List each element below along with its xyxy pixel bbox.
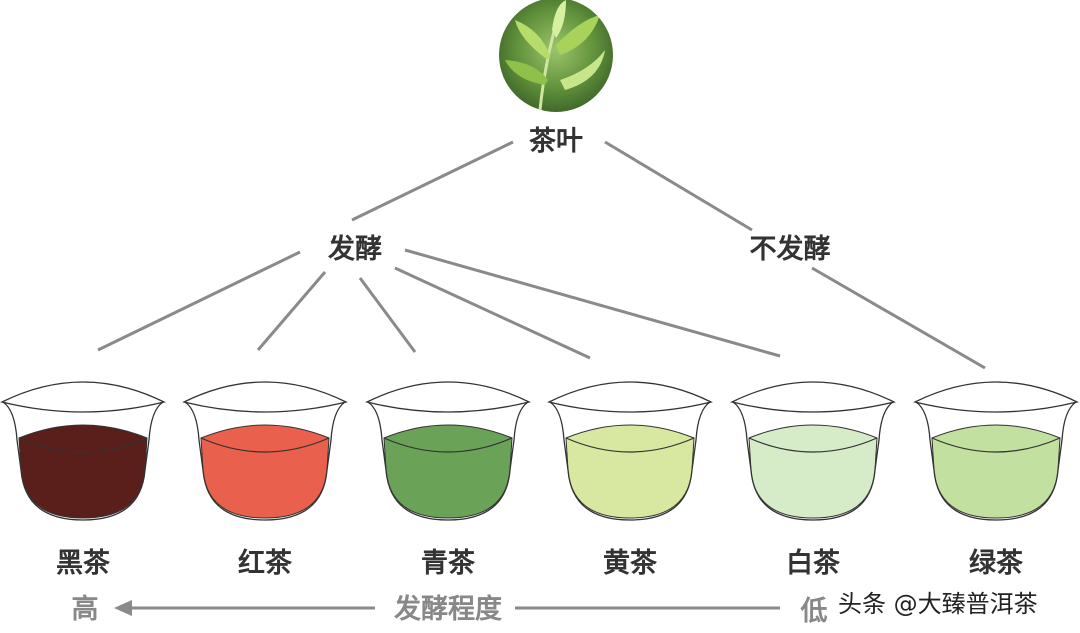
- scale-high-label: 高: [72, 593, 99, 625]
- tea-label: 黑茶: [56, 548, 111, 579]
- cup-rim: [913, 381, 1079, 413]
- tea-liquid: [200, 424, 330, 519]
- tea-cup: 青茶: [365, 381, 531, 579]
- cup-rim: [730, 381, 896, 413]
- tea-liquid: [565, 424, 695, 519]
- tea-cup: 黄茶: [547, 381, 713, 579]
- tea-cup: 黑茶: [0, 381, 166, 579]
- cup-rim: [547, 381, 713, 413]
- fermented-label: 发酵: [327, 233, 382, 265]
- tea-cup: 绿茶: [913, 381, 1079, 579]
- tea-liquid: [383, 424, 513, 519]
- tea-liquid: [931, 424, 1061, 519]
- tea-label: 青茶: [421, 548, 476, 579]
- watermark: 头条 @大臻普洱茶: [838, 590, 1038, 618]
- tea-cup: 白茶: [730, 381, 896, 579]
- cup-rim: [365, 381, 531, 413]
- cup-rim: [182, 381, 348, 413]
- tea-label: 白茶: [786, 547, 841, 579]
- scale-title: 发酵程度: [393, 593, 502, 625]
- arrow-left-icon: [114, 600, 132, 616]
- tea-cup: 红茶: [182, 381, 348, 579]
- tea-label: 绿茶: [969, 548, 1024, 579]
- connector-lines: [97, 140, 986, 370]
- tea-leaf-image: [499, 0, 613, 112]
- tea-liquid: [18, 424, 148, 519]
- scale-low-label: 低: [800, 596, 828, 627]
- unfermented-label: 不发酵: [750, 233, 831, 265]
- tea-liquid: [748, 424, 878, 519]
- root-label: 茶叶: [529, 126, 583, 157]
- tea-label: 红茶: [238, 547, 293, 579]
- fermentation-scale: 高 发酵程度 低: [72, 593, 828, 627]
- tea-label: 黄茶: [603, 548, 658, 579]
- cup-rim: [0, 381, 166, 413]
